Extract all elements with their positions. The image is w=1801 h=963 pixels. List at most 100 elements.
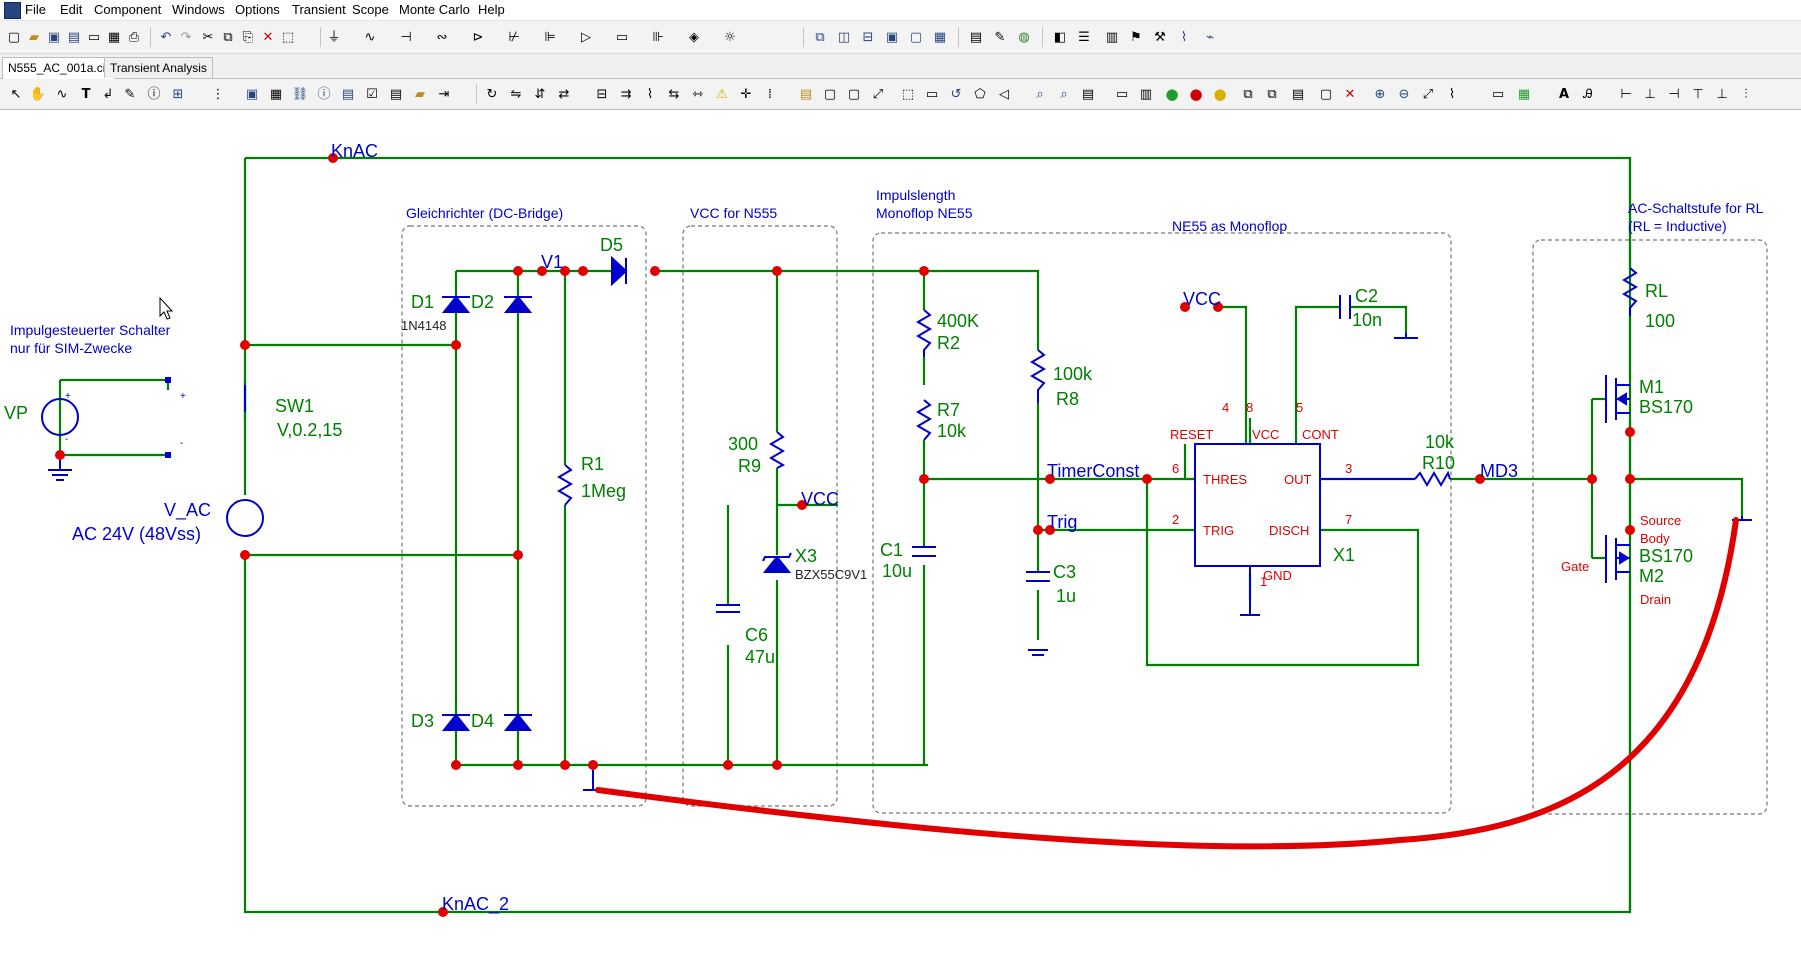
resistor-component-icon[interactable]: ∿ — [364, 29, 376, 45]
rotate-icon[interactable]: ↻ — [486, 86, 498, 102]
resistor-r2[interactable] — [916, 309, 932, 357]
resistor-r9[interactable] — [769, 431, 786, 469]
info-icon[interactable]: ⓘ — [147, 86, 161, 102]
menu-scope[interactable]: Scope — [352, 2, 389, 17]
redo-icon[interactable]: ↷ — [180, 29, 192, 45]
align-bottom-icon[interactable]: ⊥ — [1716, 86, 1728, 102]
save-icon[interactable]: ▣ — [47, 29, 61, 45]
vp-source[interactable] — [41, 398, 79, 436]
table-icon[interactable]: ▦ — [269, 86, 283, 102]
flip-x-icon[interactable]: ⇋ — [510, 86, 522, 102]
battery-component-icon[interactable]: ⊪ — [652, 29, 664, 45]
select-mode-icon[interactable]: ↖ — [10, 86, 22, 102]
find-icon[interactable]: ⌕ — [1036, 86, 1044, 102]
macro-component-icon[interactable]: ▭ — [615, 29, 629, 45]
component-library-icon[interactable]: ▤ — [969, 29, 983, 45]
menu-component[interactable]: Component — [94, 2, 162, 17]
grid-dots-icon[interactable]: ⁞ — [767, 86, 773, 102]
menu-monte-carlo[interactable]: Monte Carlo — [399, 2, 470, 17]
library-icon[interactable]: ▤ — [1291, 86, 1305, 102]
info-circle-icon[interactable]: ⓘ — [317, 86, 331, 102]
probe-component-icon[interactable]: ☼ — [724, 29, 736, 45]
diode-d5[interactable] — [611, 255, 628, 287]
zoom-fit-icon[interactable]: ⤢ — [1422, 86, 1434, 102]
resistor-rl[interactable] — [1622, 267, 1638, 316]
delete-page-icon[interactable]: ✕ — [1344, 86, 1356, 102]
diode-d2[interactable] — [503, 295, 533, 313]
mirror-icon[interactable]: ⇄ — [558, 86, 570, 102]
flow-icon[interactable]: ⋮ — [211, 86, 225, 102]
analysis-icon[interactable]: ◧ — [1053, 29, 1067, 45]
distribute-icon[interactable]: ⫶ — [1744, 86, 1748, 102]
zener-x3[interactable] — [762, 555, 792, 573]
flip-y-icon[interactable]: ⇵ — [534, 86, 546, 102]
copy-icon[interactable]: ⧉ — [223, 29, 233, 45]
triangle-icon[interactable]: ◁ — [999, 86, 1009, 102]
window-icon[interactable]: ▣ — [885, 29, 899, 45]
link-icon[interactable]: ⛓ — [291, 86, 309, 102]
box-icon[interactable]: ▭ — [925, 86, 939, 102]
resistor-r7[interactable] — [916, 399, 932, 441]
menu-edit[interactable]: Edit — [60, 2, 83, 17]
delete-icon[interactable]: ✕ — [262, 29, 274, 45]
probe-graph-icon[interactable]: ⌁ — [1206, 29, 1214, 45]
grid-icon[interactable]: ▤ — [341, 86, 355, 102]
component-mode-icon[interactable]: ∿ — [56, 86, 68, 102]
resistor-r8[interactable] — [1030, 349, 1046, 403]
resistor-r1[interactable] — [557, 464, 573, 506]
open-folder-icon[interactable]: ▰ — [29, 29, 39, 45]
ic-x1-ne555[interactable] — [1194, 443, 1321, 567]
find-next-icon[interactable]: ⌕ — [1060, 86, 1068, 102]
spin-icon[interactable]: ↺ — [950, 86, 962, 102]
menu-options[interactable]: Options — [235, 2, 280, 17]
zoom-in-icon[interactable]: ⊕ — [1374, 86, 1386, 102]
menu-windows[interactable]: Windows — [172, 2, 225, 17]
export-icon[interactable]: ⇥ — [438, 86, 450, 102]
menu-transient[interactable]: Transient — [292, 2, 346, 17]
menu-file[interactable]: File — [25, 2, 46, 17]
crosshair-icon[interactable]: ✛ — [740, 86, 752, 102]
tools-icon[interactable]: ⚒ — [1154, 29, 1166, 45]
arrows-icon[interactable]: ⇉ — [620, 86, 632, 102]
stop-icon[interactable]: ● — [1189, 84, 1203, 103]
flag-icon[interactable]: ⚑ — [1130, 29, 1142, 45]
align-center-icon[interactable]: ⊥ — [1644, 86, 1656, 102]
print-preview-icon[interactable]: ▦ — [107, 29, 121, 45]
npn-transistor-icon[interactable]: ⊬ — [508, 29, 520, 45]
close-file-icon[interactable]: ▭ — [87, 29, 101, 45]
resistor-r10[interactable] — [1414, 470, 1451, 487]
warning-icon[interactable]: ⚠ — [716, 86, 728, 102]
probe-wire[interactable] — [595, 517, 1739, 850]
select-all-icon[interactable]: ⬚ — [281, 29, 295, 45]
capacitor-component-icon[interactable]: ⊣ — [400, 29, 412, 45]
region-select-icon[interactable]: ⬚ — [901, 86, 915, 102]
page-icon[interactable]: ▤ — [389, 86, 403, 102]
fit-icon[interactable]: ⤢ — [872, 86, 884, 102]
properties-icon[interactable]: ▤ — [1081, 86, 1095, 102]
opamp-component-icon[interactable]: ▷ — [581, 29, 591, 45]
diode-d3[interactable] — [441, 713, 471, 731]
list-icon[interactable]: ☰ — [1078, 29, 1090, 45]
mosfet-component-icon[interactable]: ⊫ — [544, 29, 556, 45]
edit-icon[interactable]: ▭ — [1115, 86, 1129, 102]
font-icon[interactable]: A — [1558, 86, 1570, 102]
align-left-icon[interactable]: ⊢ — [1620, 86, 1632, 102]
maximize-icon[interactable]: ▢ — [909, 29, 923, 45]
diode-component-icon[interactable]: ⊳ — [472, 29, 484, 45]
v-ac-source[interactable] — [226, 499, 264, 537]
format-icon[interactable]: Ꭿ — [1583, 86, 1593, 102]
tile-vertical-icon[interactable]: ◫ — [837, 29, 851, 45]
cut-icon[interactable]: ✂ — [202, 29, 214, 45]
spread-icon[interactable]: ⇿ — [692, 86, 704, 102]
tab-schematic[interactable]: N555_AC_001a.cir — [2, 57, 116, 79]
globe-icon[interactable]: ◍ — [1018, 29, 1030, 45]
paste-icon[interactable]: ⎘ — [242, 29, 254, 45]
image-icon[interactable]: ▣ — [245, 86, 259, 102]
pause-icon[interactable]: ● — [1213, 84, 1227, 103]
copy-block-icon[interactable]: ⧉ — [1243, 86, 1253, 102]
undo-icon[interactable]: ↶ — [160, 29, 172, 45]
chart-edit-icon[interactable]: ▥ — [1139, 86, 1153, 102]
wire-mode-icon[interactable]: ↲ — [102, 86, 114, 102]
menu-help[interactable]: Help — [478, 2, 505, 17]
source-component-icon[interactable]: ◈ — [689, 29, 699, 45]
